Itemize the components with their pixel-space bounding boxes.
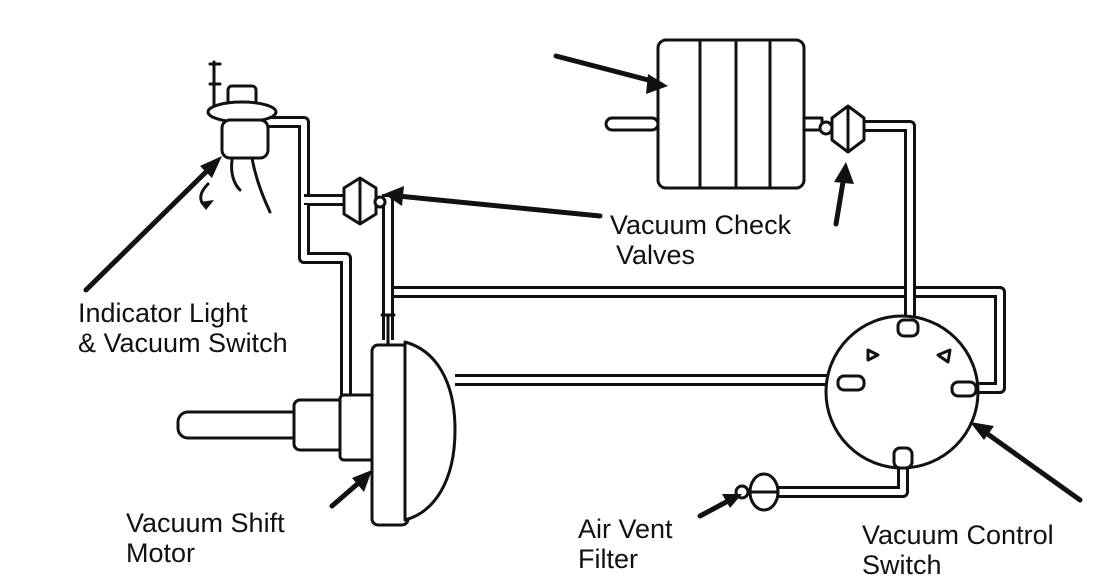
label-indicator-light-line2: & Vacuum Switch [78,328,288,358]
label-vacuum-control-switch: Vacuum Control Switch [862,520,1054,580]
label-air-vent-line2: Filter [578,544,638,574]
label-vacuum-check-valves: Vacuum Check Valves [610,210,791,270]
vacuum-reservoir [604,38,824,190]
label-vacuum-shift-line1: Vacuum Shift [126,508,285,538]
leader-arrows [83,53,1083,519]
label-vacuum-control-line2: Switch [862,550,942,580]
label-indicator-light-switch: Indicator Light & Vacuum Switch [78,298,288,358]
label-vacuum-check-line1: Vacuum Check [610,210,792,240]
vacuum-shift-motor [176,313,457,527]
label-indicator-light-line1: Indicator Light [78,298,248,328]
label-air-vent-filter: Air Vent Filter [578,514,673,574]
label-vacuum-shift-line2: Motor [126,538,196,568]
vacuum-hoses [268,116,1006,498]
check-valve-reservoir [818,104,866,154]
label-vacuum-shift-motor: Vacuum Shift Motor [126,508,285,568]
vacuum-control-switch [824,314,980,470]
air-vent-filter [734,472,780,512]
label-air-vent-line1: Air Vent [578,514,673,544]
check-valve-motor [342,176,387,226]
label-vacuum-control-line1: Vacuum Control [862,520,1054,550]
label-vacuum-check-line2: Valves [616,240,696,270]
indicator-light-switch [199,60,278,214]
